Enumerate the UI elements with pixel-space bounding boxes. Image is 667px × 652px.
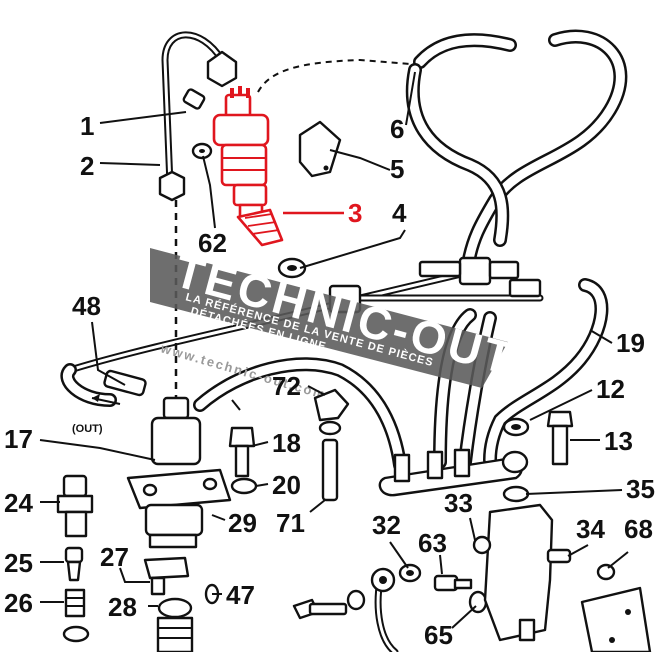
label-63: 63 bbox=[418, 528, 447, 558]
label-29: 29 bbox=[228, 508, 257, 538]
return-manifold bbox=[378, 448, 529, 497]
label-71: 71 bbox=[276, 508, 305, 538]
label-12: 12 bbox=[596, 374, 625, 404]
label-19: 19 bbox=[616, 328, 645, 358]
label-3: 3 bbox=[348, 198, 362, 228]
leader-lines bbox=[39, 71, 629, 629]
label-6: 6 bbox=[390, 114, 404, 144]
label-33: 33 bbox=[444, 488, 473, 518]
label-34: 34 bbox=[576, 514, 605, 544]
label-out: (OUT) bbox=[72, 423, 103, 435]
label-65: 65 bbox=[424, 620, 453, 650]
label-1: 1 bbox=[80, 111, 94, 141]
label-5: 5 bbox=[390, 154, 404, 184]
label-2: 2 bbox=[80, 151, 94, 181]
label-72: 72 bbox=[272, 371, 301, 401]
label-17: 17 bbox=[4, 424, 33, 454]
watermark-url: www.technic-out.com bbox=[158, 340, 328, 402]
label-32: 32 bbox=[372, 510, 401, 540]
label-25: 25 bbox=[4, 548, 33, 578]
callout-labels: 1 2 3 4 5 6 62 48 19 72 12 13 17 18 20 7… bbox=[4, 111, 655, 650]
injector-part-3 bbox=[212, 86, 284, 247]
label-24: 24 bbox=[4, 488, 33, 518]
label-27: 27 bbox=[100, 542, 129, 572]
label-47: 47 bbox=[226, 580, 255, 610]
label-18: 18 bbox=[272, 428, 301, 458]
label-62: 62 bbox=[198, 228, 227, 258]
label-35: 35 bbox=[626, 474, 655, 504]
parts bbox=[56, 50, 652, 652]
label-13: 13 bbox=[604, 426, 633, 456]
label-20: 20 bbox=[272, 470, 301, 500]
label-48: 48 bbox=[72, 291, 101, 321]
label-28: 28 bbox=[108, 592, 137, 622]
label-4: 4 bbox=[392, 198, 407, 228]
label-68: 68 bbox=[624, 514, 653, 544]
label-26: 26 bbox=[4, 588, 33, 618]
hoses bbox=[60, 29, 628, 652]
